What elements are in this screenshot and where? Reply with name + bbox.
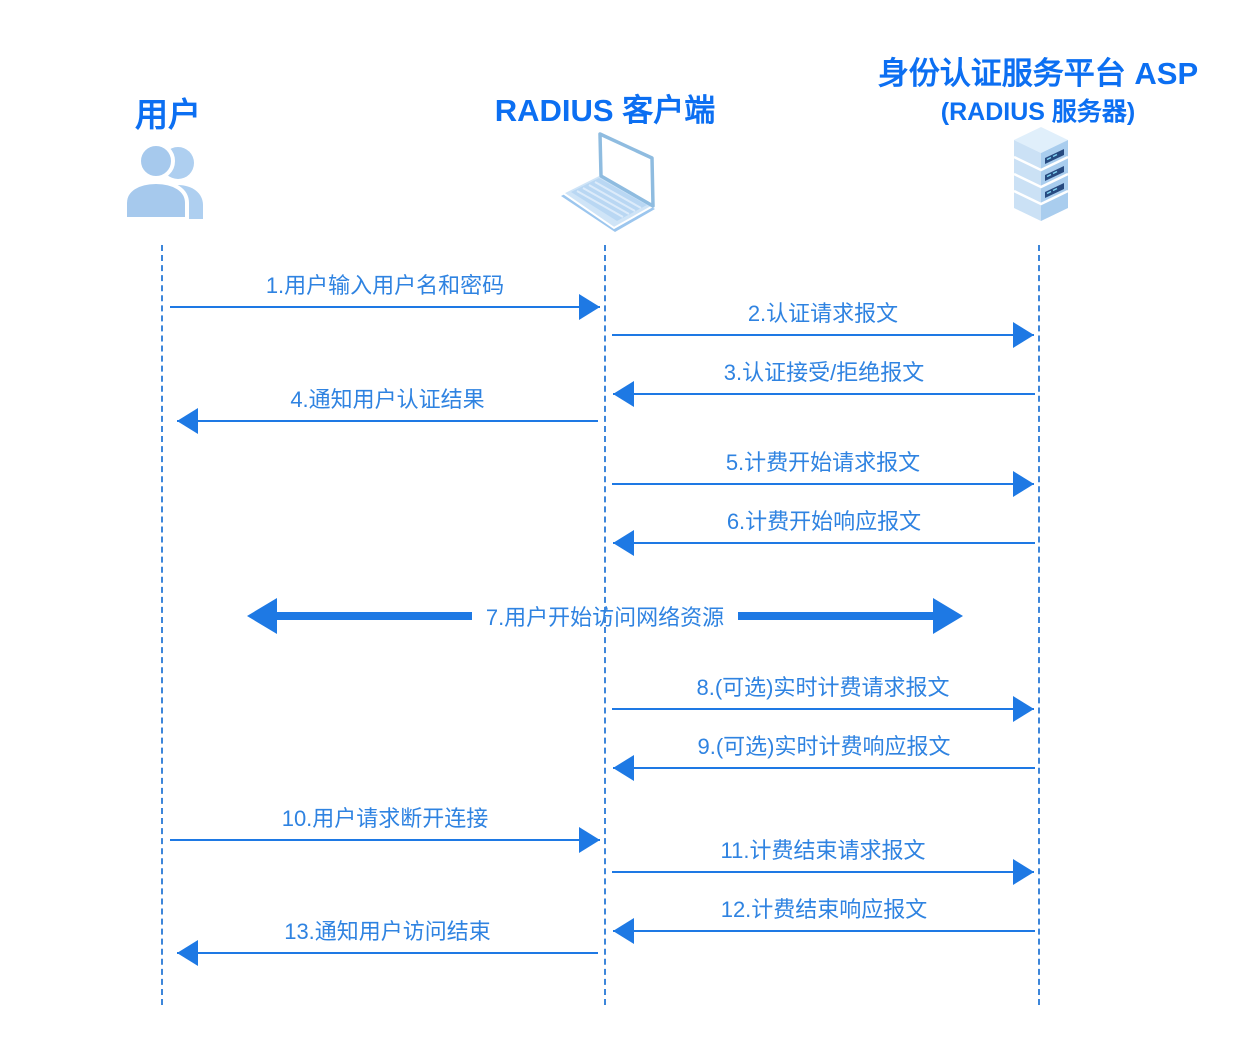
actor-server-label: 身份认证服务平台 ASP: [877, 56, 1199, 91]
message-7: 7.用户开始访问网络资源: [247, 595, 964, 637]
message-12-label: 12.计费结束响应报文: [720, 897, 928, 922]
actor-user-label: 用户: [135, 96, 201, 133]
actor-client-label: RADIUS 客户端: [494, 93, 716, 128]
laptop-icon: [553, 130, 665, 239]
message-7-label: 7.用户开始访问网络资源: [485, 605, 725, 630]
message-11: 11.计费结束请求报文: [612, 836, 1034, 873]
message-10-label: 10.用户请求断开连接: [281, 806, 489, 831]
message-2-label: 2.认证请求报文: [747, 301, 899, 326]
message-12: 12.计费结束响应报文: [613, 895, 1035, 932]
message-4: 4.通知用户认证结果: [177, 385, 598, 422]
message-9-label: 9.(可选)实时计费响应报文: [697, 734, 951, 759]
message-11-arrow-right: [612, 871, 1034, 873]
message-4-arrow-left: [177, 420, 598, 422]
actor-server-sublabel: (RADIUS 服务器): [940, 98, 1136, 126]
message-1-arrow-right: [170, 306, 600, 308]
message-8-label: 8.(可选)实时计费请求报文: [696, 675, 950, 700]
server-icon: [1008, 127, 1074, 232]
message-3-arrow-left: [613, 393, 1035, 395]
lifeline-server: [1038, 245, 1040, 1005]
message-11-label: 11.计费结束请求报文: [720, 838, 926, 863]
message-1-label: 1.用户输入用户名和密码: [265, 273, 505, 298]
message-9-arrow-left: [613, 767, 1035, 769]
message-7-line-right: [738, 612, 934, 620]
lifeline-client: [604, 245, 606, 1005]
message-3-label: 3.认证接受/拒绝报文: [723, 360, 925, 385]
message-8-arrow-right: [612, 708, 1034, 710]
message-4-label: 4.通知用户认证结果: [290, 387, 485, 412]
message-3: 3.认证接受/拒绝报文: [613, 358, 1035, 395]
message-5-label: 5.计费开始请求报文: [725, 450, 921, 475]
message-13: 13.通知用户访问结束: [177, 917, 598, 954]
lifeline-user: [161, 245, 163, 1005]
message-12-arrow-left: [613, 930, 1035, 932]
message-13-label: 13.通知用户访问结束: [284, 919, 491, 944]
message-13-arrow-left: [177, 952, 598, 954]
message-10-arrow-right: [170, 839, 600, 841]
message-2-arrow-right: [612, 334, 1034, 336]
message-10: 10.用户请求断开连接: [170, 804, 600, 841]
message-9: 9.(可选)实时计费响应报文: [613, 732, 1035, 769]
message-2: 2.认证请求报文: [612, 299, 1034, 336]
message-1: 1.用户输入用户名和密码: [170, 271, 600, 308]
message-7-arrow-left: [247, 598, 277, 634]
message-5: 5.计费开始请求报文: [612, 448, 1034, 485]
message-7-arrow-right: [933, 598, 964, 634]
message-7-line-left: [277, 612, 472, 620]
message-6-label: 6.计费开始响应报文: [726, 509, 922, 534]
message-6: 6.计费开始响应报文: [613, 507, 1035, 544]
message-6-arrow-left: [613, 542, 1035, 544]
message-5-arrow-right: [612, 483, 1034, 485]
message-8: 8.(可选)实时计费请求报文: [612, 673, 1034, 710]
users-icon: [123, 141, 207, 224]
